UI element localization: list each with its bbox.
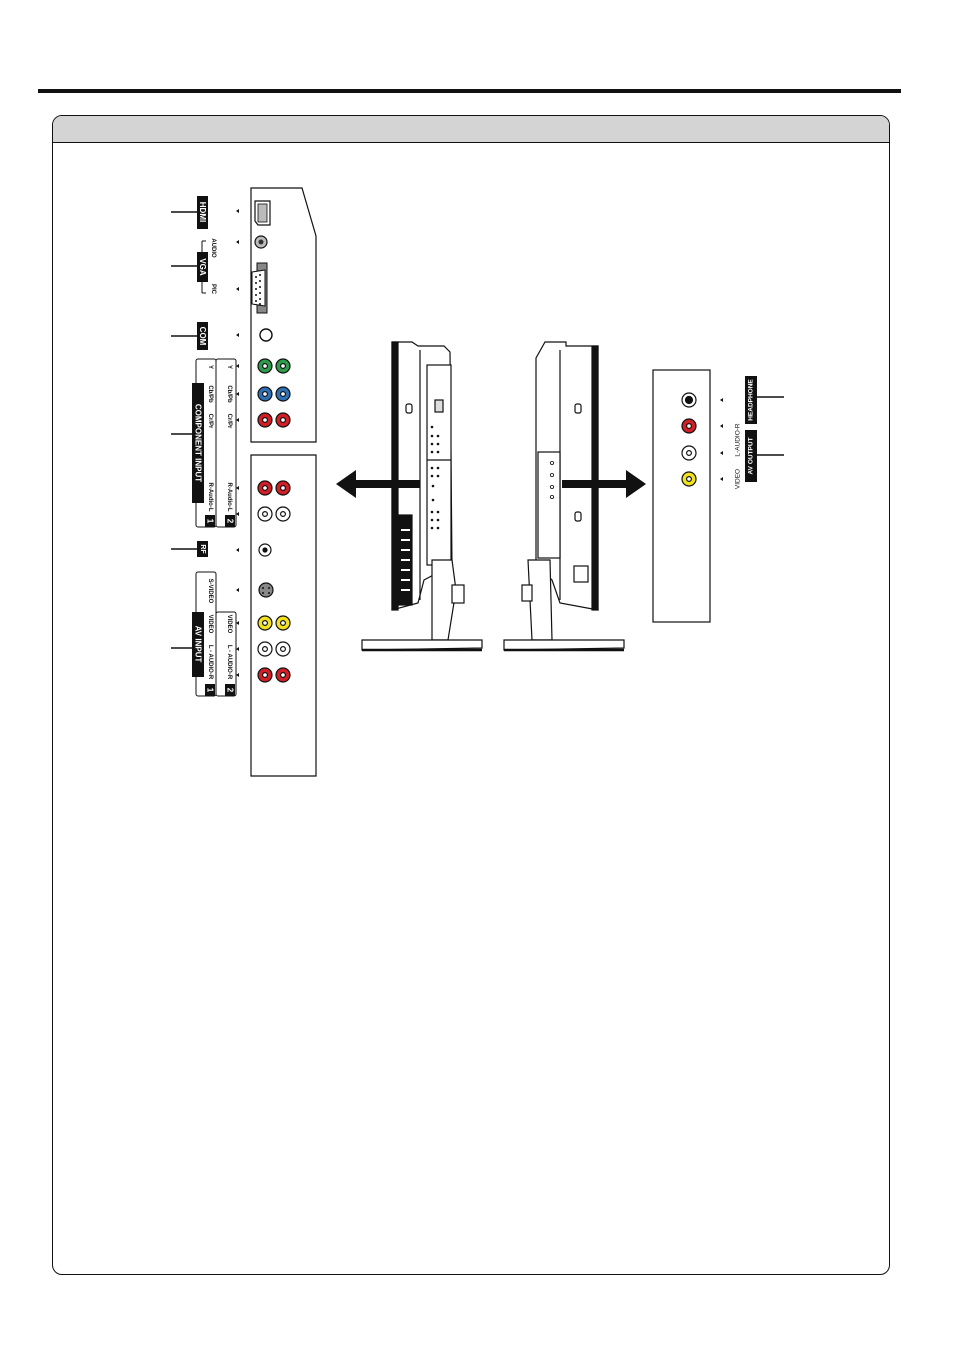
component-1-crpr-label: Cr/Pr	[207, 414, 213, 429]
component-2-number: 2	[226, 519, 235, 524]
headphone-label: HEADPHONE	[748, 379, 755, 421]
av-input-label: AV INPUT	[194, 626, 203, 663]
vga-audio-jack-icon	[254, 235, 268, 249]
component-1-y-label: Y	[207, 365, 213, 369]
component-input-label: COMPONENT INPUT	[194, 404, 203, 482]
component-1-number: 1	[206, 519, 215, 524]
av-1-number: 1	[206, 688, 215, 693]
com-port-icon	[259, 328, 273, 342]
av-1-svideo-label: S-VIDEO	[207, 579, 213, 604]
av-input-jacks	[257, 615, 291, 683]
com-label: COM	[198, 327, 207, 346]
content-frame	[52, 115, 890, 1275]
av-output-label: AV OUTPUT	[748, 437, 755, 474]
top-rule	[38, 89, 901, 93]
left-connector-panel	[250, 187, 317, 777]
component-2-cbpb-label: Cb/Pb	[226, 385, 232, 403]
vga-label: VGA	[198, 258, 207, 276]
svideo-port-icon	[258, 582, 274, 598]
rf-port-icon	[258, 543, 272, 557]
av-1-audio-label: L - AUDIO-R	[207, 645, 213, 680]
component-1-cbpb-label: Cb/Pb	[207, 385, 213, 403]
right-pointer-ticks	[720, 398, 723, 481]
component-2-crpr-label: Cr/Pr	[226, 414, 232, 429]
left-label-blocks	[192, 196, 235, 696]
component-jacks	[257, 358, 291, 522]
tv-side-view-right	[503, 341, 625, 652]
hdmi-label: HDMI	[198, 202, 207, 222]
frame-header-bar	[53, 116, 889, 143]
hdmi-port-icon	[254, 200, 271, 226]
arrow-right-icon	[562, 470, 646, 498]
vga-dsub-port-icon	[251, 262, 268, 314]
vga-pic-label: PIC	[210, 284, 216, 295]
vga-audio-label: AUDIO	[210, 238, 216, 258]
rf-label: RF	[199, 544, 206, 554]
component-2-audio-label: R-Audio-L	[226, 483, 232, 512]
av-2-number: 2	[226, 688, 235, 693]
right-connector-panel	[652, 369, 711, 623]
tv-left-panel-dots	[430, 425, 440, 530]
av-output-video-label: VIDEO	[735, 469, 742, 489]
pointer-ticks	[236, 209, 239, 677]
component-1-audio-label: R-Audio-L	[207, 483, 213, 512]
arrow-left-icon	[336, 470, 420, 498]
av-1-video-label: VIDEO	[207, 615, 213, 634]
right-leader-lines	[757, 396, 784, 456]
leader-lines	[171, 211, 197, 649]
tv-side-view-left	[361, 341, 483, 652]
av-output-audio-label: L-AUDIO-R	[735, 423, 742, 457]
right-panel-jacks	[681, 392, 697, 487]
av-2-video-label: VIDEO	[226, 615, 232, 634]
av-2-audio-label: L - AUDIO-R	[226, 645, 232, 680]
tv-right-panel-dots	[550, 460, 555, 499]
right-label-blocks	[745, 376, 757, 482]
component-2-y-label: Y	[226, 365, 232, 369]
